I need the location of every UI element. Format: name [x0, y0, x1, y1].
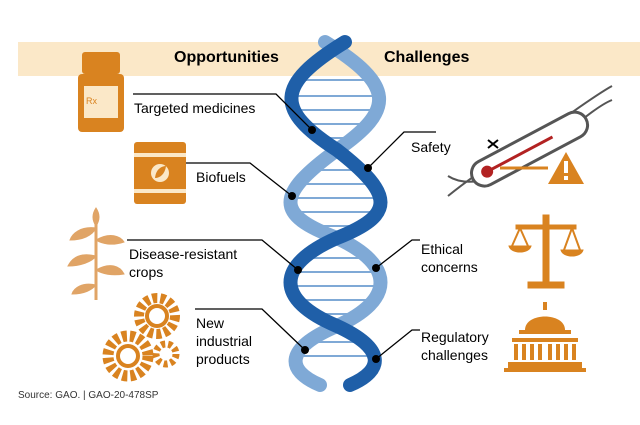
- dna-strand-light: [283, 35, 388, 392]
- label-biofuels: Biofuels: [196, 169, 246, 185]
- capitol-building-icon: [504, 302, 586, 372]
- scales-icon: [508, 214, 584, 289]
- connector-dot: [301, 346, 309, 354]
- biofuel-barrel-icon: [134, 142, 186, 204]
- svg-text:Rx: Rx: [86, 96, 97, 106]
- connector-dot: [364, 164, 372, 172]
- connector-dot: [372, 355, 380, 363]
- connector-dot: [308, 126, 316, 134]
- label-new-industrial-products: New industrial products: [196, 315, 253, 367]
- label-disease-resistant-crops: Disease-resistant crops: [129, 246, 238, 280]
- leader-lines-left: [127, 93, 313, 351]
- label-targeted-medicines: Targeted medicines: [134, 100, 256, 116]
- thermometer-warning-icon: [447, 85, 613, 197]
- connector-dot: [288, 192, 296, 200]
- leader-lines-right: [367, 131, 436, 360]
- label-regulatory-challenges: Regulatory challenges: [421, 329, 489, 363]
- source-note: Source: GAO. | GAO-20-478SP: [18, 390, 159, 401]
- opportunities-heading: Opportunities: [174, 49, 279, 66]
- dna-strand-dark: [283, 35, 388, 392]
- label-safety: Safety: [411, 139, 451, 155]
- gears-icon: [102, 293, 180, 382]
- connector-dot: [372, 264, 380, 272]
- label-ethical-concerns: Ethical concerns: [421, 241, 478, 275]
- connector-dot: [294, 266, 302, 274]
- challenges-heading: Challenges: [384, 49, 470, 66]
- medicine-bottle-icon: Rx: [78, 52, 124, 132]
- crop-plant-icon: [67, 207, 125, 300]
